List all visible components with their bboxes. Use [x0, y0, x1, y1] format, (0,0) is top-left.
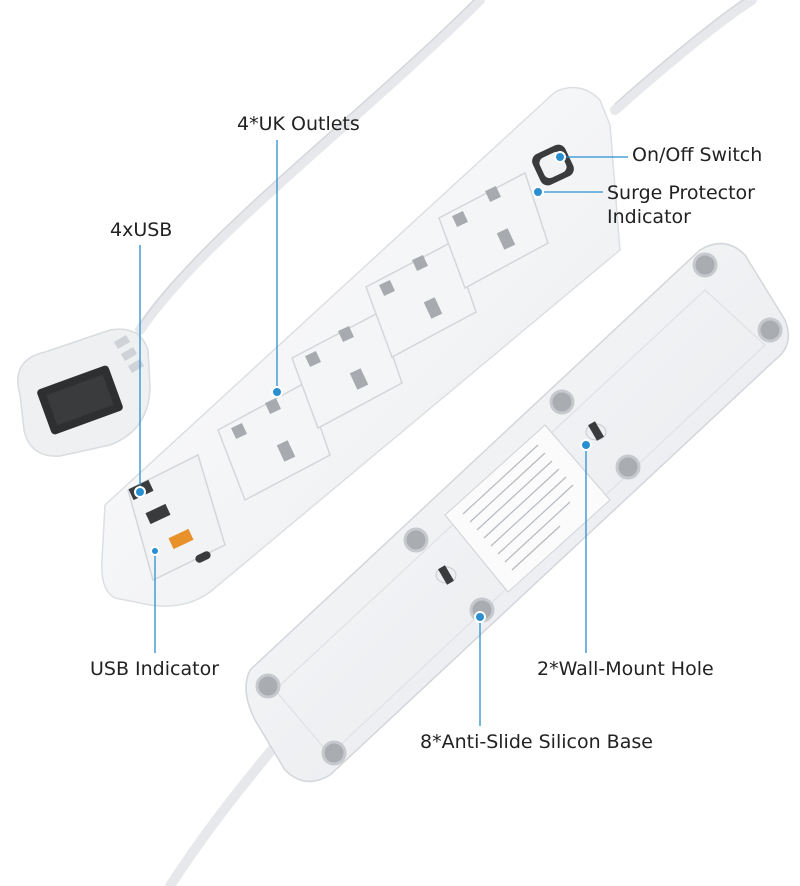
- power-strip-front: [101, 86, 621, 607]
- uk-outlet: [438, 171, 549, 290]
- uk-outlet: [217, 381, 331, 502]
- wall-mount-hole: [435, 565, 457, 585]
- wall-mount-hole-label: 2*Wall-Mount Hole: [537, 658, 714, 680]
- power-cable: [135, 0, 757, 886]
- uk-outlet: [291, 311, 403, 430]
- spec-label: [444, 424, 611, 593]
- uk-plug: [17, 328, 151, 457]
- surge-indicator-label: Surge Protector Indicator: [607, 181, 755, 229]
- uk-outlet: [365, 240, 477, 359]
- power-strip-back: [245, 242, 790, 783]
- callout-dots: [134, 151, 592, 623]
- on-off-switch-label: On/Off Switch: [632, 144, 763, 166]
- silicon-base-label: 8*Anti-Slide Silicon Base: [420, 731, 653, 753]
- callout-leaders: [139, 140, 628, 726]
- surge-indicator-label-line2: Indicator: [607, 206, 691, 228]
- wall-mount-hole: [585, 421, 607, 441]
- usb-indicator-label: USB Indicator: [90, 658, 220, 680]
- uk-outlets-label: 4*UK Outlets: [237, 113, 360, 135]
- silicon-foot: [255, 252, 783, 766]
- surge-indicator-label-line1: Surge Protector: [607, 182, 755, 204]
- usb-ports-label: 4xUSB: [110, 219, 173, 241]
